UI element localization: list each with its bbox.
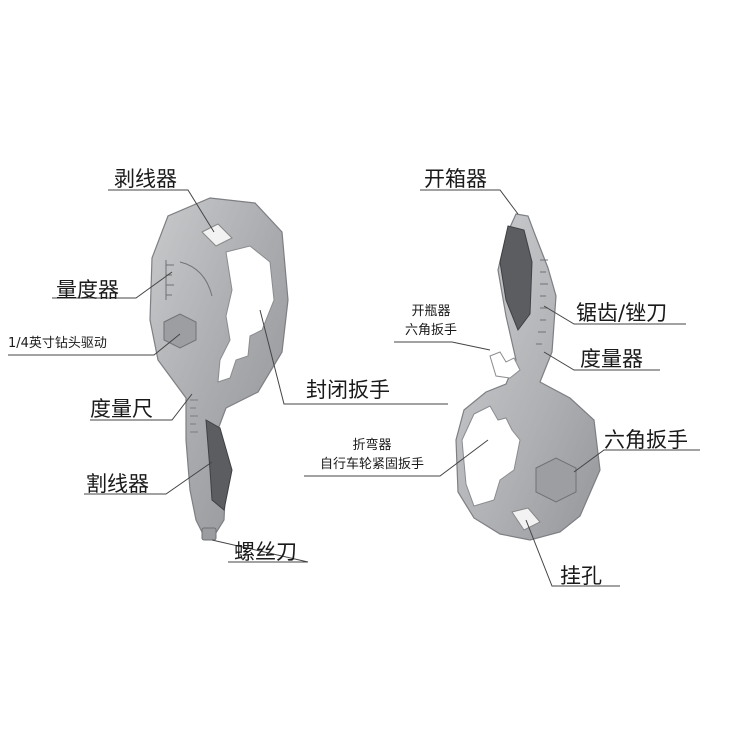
leader-measure-left: [52, 271, 173, 299]
stepped-wrench-opening: [461, 405, 521, 507]
leader-screwdriver: [211, 539, 309, 563]
stripper-notch: [201, 223, 233, 247]
label-hang-hole: 挂孔: [560, 564, 602, 588]
leader-closed-wrench: [259, 309, 448, 405]
label-opener-group: 开瓶器 六角扳手: [394, 302, 468, 340]
closed-wrench-opening: [217, 245, 275, 383]
hex-socket-left: [163, 313, 197, 349]
leader-hang-hole: [525, 519, 620, 587]
leader-bottle-opener: [394, 341, 491, 351]
label-wire-cutter: 割线器: [86, 472, 149, 496]
left-grip: [205, 419, 233, 511]
left-key-tool: [149, 197, 289, 541]
right-grip: [499, 225, 533, 332]
handle-ruler-ticks: [190, 399, 198, 433]
leader-saw-file: [543, 305, 686, 325]
label-hex-wrench: 六角扳手: [604, 428, 688, 452]
label-bike-wrench: 自行车轮紧固扳手: [319, 457, 424, 472]
label-ruler: 度量尺: [90, 397, 153, 421]
label-box-opener: 开箱器: [424, 167, 487, 191]
bottle-opener-notch: [489, 351, 521, 379]
leader-ruler: [90, 393, 193, 421]
label-screwdriver: 螺丝刀: [234, 540, 297, 564]
leader-wire-stripper: [108, 189, 215, 233]
leader-bike-wrench: [304, 439, 489, 477]
leader-drill-drive: [8, 333, 181, 356]
label-measure-right: 度量器: [580, 347, 643, 371]
hex-socket-right: [535, 457, 577, 503]
hang-hole: [511, 507, 541, 531]
label-bottle-opener: 开瓶器: [411, 304, 451, 319]
label-saw-file: 锯齿/锉刀: [576, 301, 668, 325]
label-hex-wrench-small: 六角扳手: [404, 323, 457, 338]
label-measure-left: 量度器: [56, 278, 119, 302]
leader-box-opener: [420, 189, 519, 215]
label-bender: 折弯器: [352, 438, 392, 453]
right-key-tool: [455, 213, 601, 541]
leader-wire-cutter: [84, 461, 213, 495]
leader-lines: [8, 189, 700, 587]
screwdriver-tip: [201, 527, 217, 541]
label-closed-wrench: 封闭扳手: [306, 378, 390, 402]
label-wire-stripper: 剥线器: [114, 167, 177, 191]
leader-hex-wrench: [573, 449, 700, 473]
label-drill-drive: 1/4英寸钻头驱动: [8, 336, 107, 351]
right-ruler-ticks: [536, 259, 548, 345]
label-bike-group: 折弯器 自行车轮紧固扳手: [304, 436, 440, 474]
leader-measure-right: [543, 351, 660, 371]
